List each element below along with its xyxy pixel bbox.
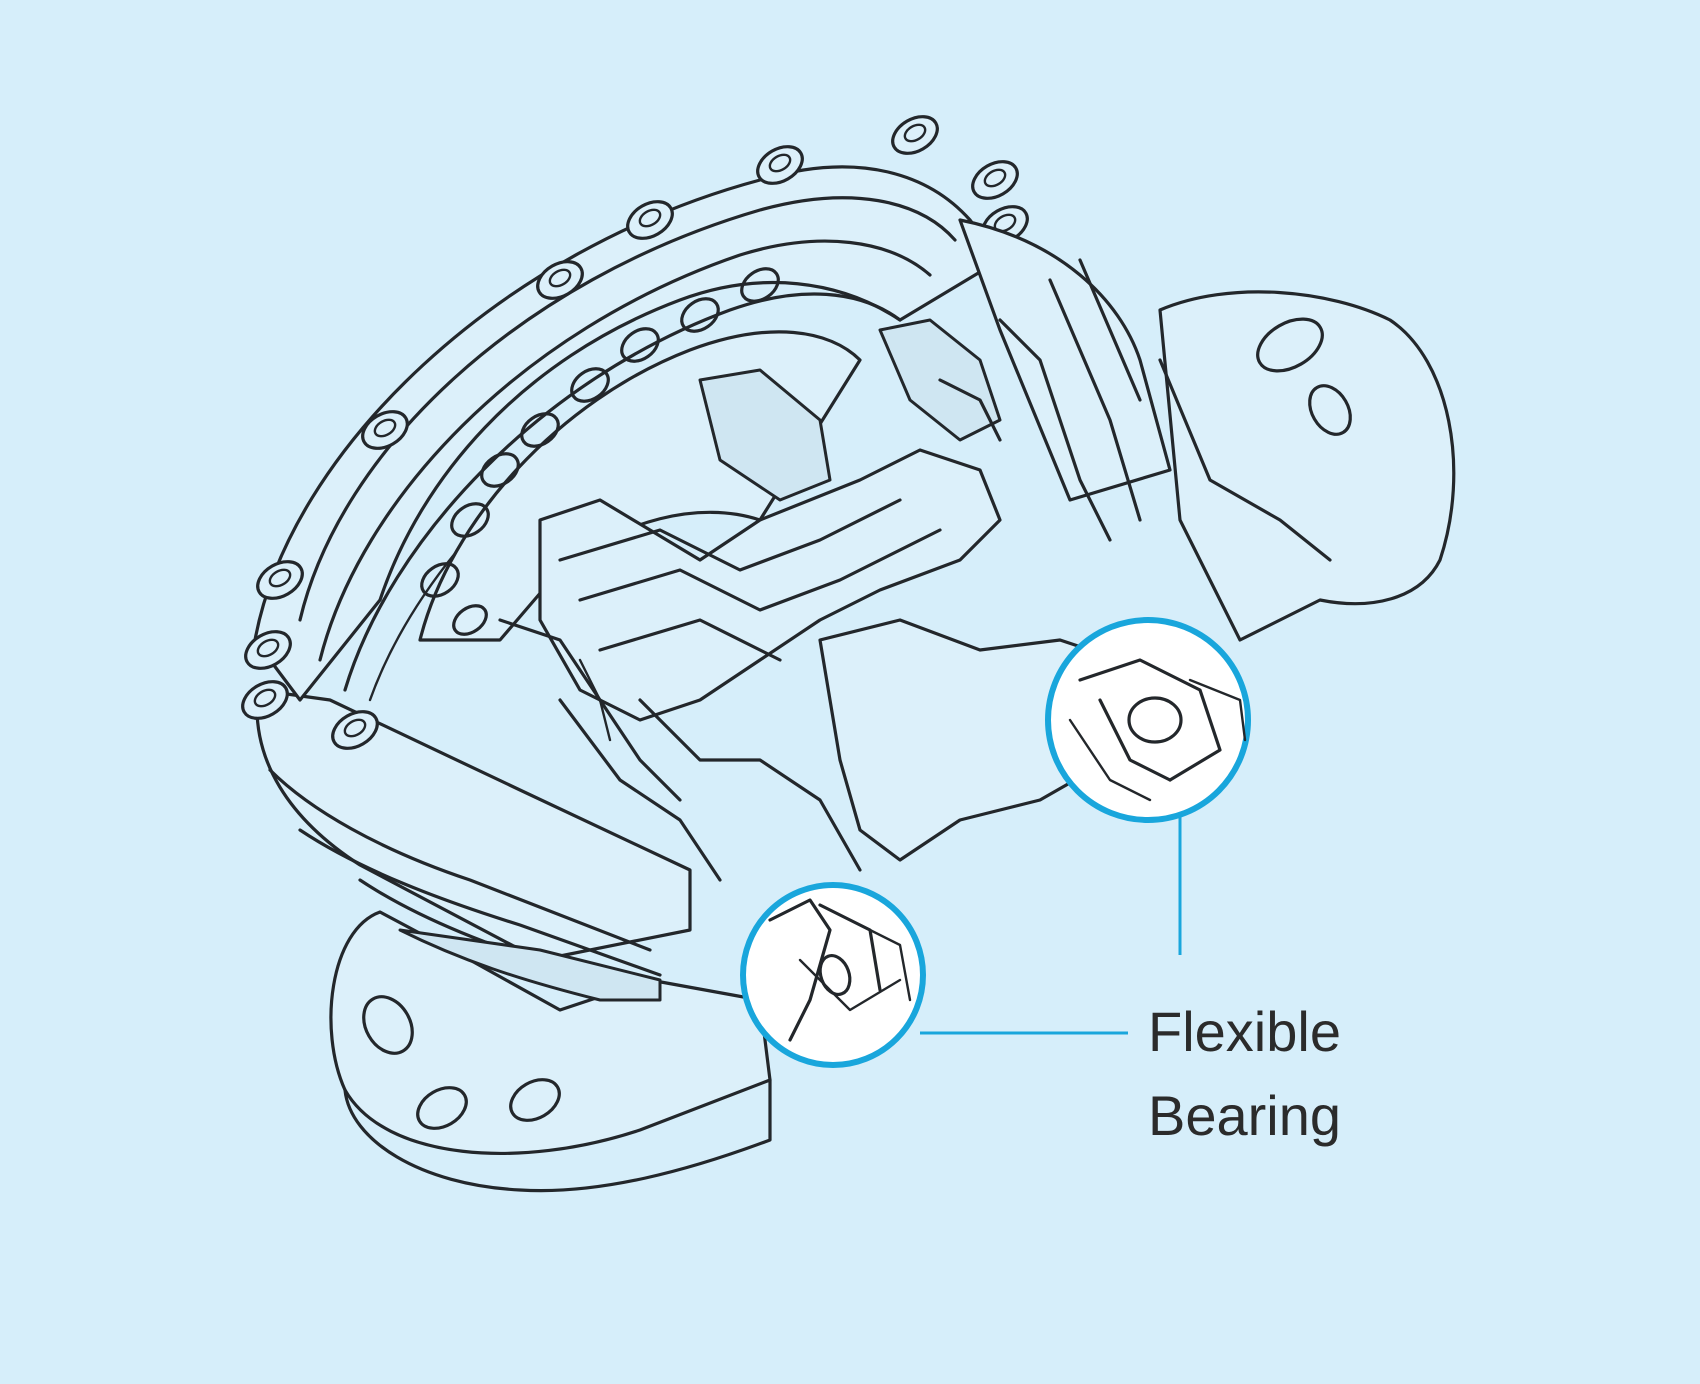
right-housing [958,218,1456,642]
callout-label: Flexible Bearing [1148,990,1448,1158]
housing-stack [255,688,692,1002]
bearing-callout-upper [1045,617,1251,823]
lower-flange [329,910,772,1193]
bearing-callout-lower [740,882,926,1068]
leader-lines [920,815,1182,1035]
center-section [498,318,1122,882]
callout-label-line2: Bearing [1148,1084,1342,1147]
callout-label-line1: Flexible [1148,1000,1341,1063]
bolt-holes [420,267,780,636]
